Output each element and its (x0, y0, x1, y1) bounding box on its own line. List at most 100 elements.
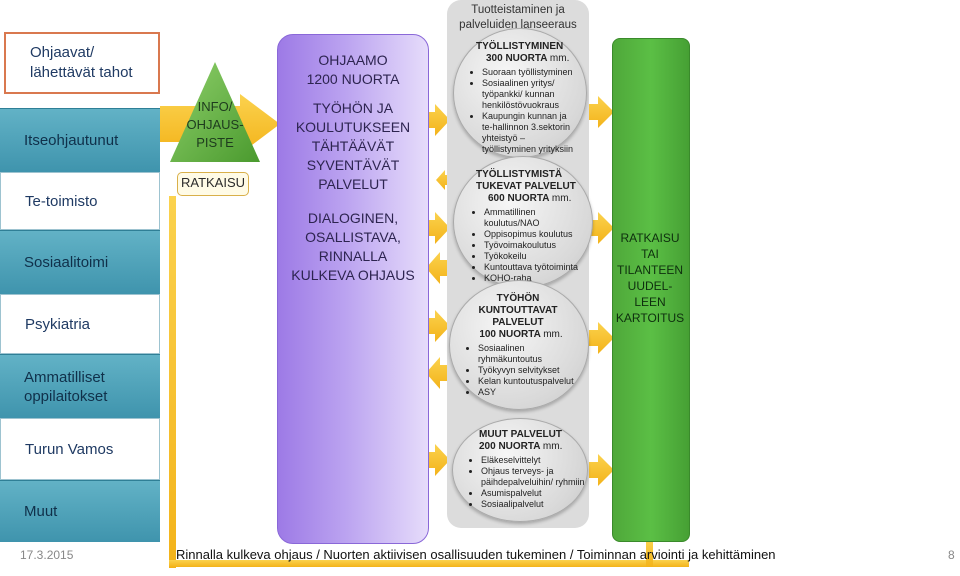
ohjaamo-line: DIALOGINEN, (307, 210, 399, 226)
list-item: Sosiaalipalvelut (481, 499, 593, 510)
list-item: Asumispalvelut (481, 488, 593, 499)
arrow-back-support (426, 252, 450, 284)
source-sosiaalitoimi: Sosiaalitoimi (0, 230, 160, 294)
list-item: Kuntouttava työtoiminta (484, 262, 586, 273)
count-unit: mm. (551, 193, 572, 204)
ohjaamo-title: OHJAAMO 1200 NUORTA (278, 51, 428, 89)
ohjaamo-line: TÄHTÄÄVÄT (311, 138, 395, 154)
list-item: Suoraan työllistyminen (482, 67, 582, 78)
count-value: 300 NUORTA (486, 53, 548, 64)
circle-count: 300 NUORTA mm. (468, 53, 580, 65)
solution-line: LEEN (634, 295, 666, 309)
feedback-line-vertical (169, 196, 176, 568)
circle-title: MUUT PALVELUT (479, 429, 562, 440)
circle-list: Suoraan työllistyminen Sosiaalinen yrity… (468, 67, 582, 155)
page-number: 8 (948, 548, 955, 562)
ohjaamo-column: OHJAAMO 1200 NUORTA TYÖHÖN JA KOULUTUKSE… (277, 34, 429, 544)
circle-rehab-services: TYÖHÖN KUNTOUTTAVAT PALVELUT 100 NUORTA … (449, 280, 589, 410)
list-item: Työvoimakoulutus (484, 240, 586, 251)
list-item: ASY (478, 387, 582, 398)
arrow-to-rehab (427, 310, 450, 342)
source-muut: Muut (0, 480, 160, 542)
info-line: INFO/ (197, 99, 233, 114)
source-label: Turun Vamos (25, 440, 114, 458)
footer-caption: Rinnalla kulkeva ohjaus / Nuorten aktiiv… (176, 547, 776, 562)
info-line: OHJAUS- (186, 117, 244, 132)
circle-support-services: TYÖLLISTYMISTÄ TUKEVAT PALVELUT 600 NUOR… (453, 156, 593, 288)
circle-employment: TYÖLLISTYMINEN 300 NUORTA mm. Suoraan ty… (453, 28, 587, 158)
info-line: PISTE (196, 135, 234, 150)
list-item: KOHO-raha (484, 273, 586, 284)
source-turun-vamos: Turun Vamos (0, 418, 160, 480)
source-label: Itseohjautunut (24, 132, 119, 149)
ohjaamo-line: KOULUTUKSEEN (295, 119, 411, 135)
arrow-to-support (436, 170, 448, 190)
ohjaamo-line: TYÖHÖN JA (312, 100, 394, 116)
circle-list: Eläkeselvittelyt Ohjaus terveys- ja päih… (467, 455, 593, 510)
circle-other-services: MUUT PALVELUT 200 NUORTA mm. Eläkeselvit… (452, 418, 588, 522)
circle-list: Sosiaalinen ryhmäkuntoutus Työkyvyn selv… (464, 343, 582, 398)
circle-count: 600 NUORTA mm. (470, 193, 586, 205)
ohjaamo-services: TYÖHÖN JA KOULUTUKSEEN TÄHTÄÄVÄT SYVENTÄ… (278, 99, 428, 194)
source-label: Muut (24, 503, 58, 520)
services-header-line: palveluiden lanseeraus (459, 19, 577, 31)
count-value: 100 NUORTA (479, 329, 541, 340)
feedback-line-bottom (169, 560, 689, 567)
count-value: 600 NUORTA (488, 193, 550, 204)
solution-line: TILANTEEN (616, 263, 683, 277)
arrow-to-other (427, 444, 450, 476)
source-label: Ammatilliset oppilaitokset (24, 368, 108, 405)
services-header-line: Tuotteistaminen ja (471, 4, 565, 16)
count-unit: mm. (543, 329, 563, 340)
footer-date: 17.3.2015 (20, 548, 74, 562)
title-line: TYÖHÖN (496, 293, 540, 304)
list-item: Työkokeilu (484, 251, 586, 262)
title-line: KUNTOUTTAVAT (478, 305, 558, 316)
title-line: TYÖLLISTYMISTÄ (476, 169, 563, 180)
arrow-right-1 (589, 96, 614, 128)
ratkaisu-badge: RATKAISU (177, 172, 249, 196)
list-item: Eläkeselvittelyt (481, 455, 593, 466)
feedback-line-right (646, 540, 653, 567)
circle-list: Ammatillinen koulutus/NAO Oppisopimus ko… (470, 207, 586, 284)
title-line: TUKEVAT PALVELUT (476, 181, 576, 192)
info-label: INFO/ OHJAUS- PISTE (176, 98, 254, 152)
circle-title: TYÖHÖN KUNTOUTTAVAT PALVELUT (464, 293, 582, 329)
title-line: PALVELUT (492, 317, 544, 328)
ohjaamo-line: OSALLISTAVA, (305, 229, 401, 245)
arrow-to-employment (427, 104, 450, 136)
arrow-right-4 (589, 454, 614, 486)
list-item: Oppisopimus koulutus (484, 229, 586, 240)
source-te-toimisto: Te-toimisto (0, 172, 160, 230)
ohjaamo-line: PALVELUT (318, 176, 388, 192)
solution-line: RATKAISU (620, 231, 680, 245)
count-value: 200 NUORTA (479, 441, 541, 452)
list-item: Sosiaalinen yritys/ työpankki/ kunnan he… (482, 78, 582, 111)
arrow-to-support-2 (427, 212, 450, 244)
list-item: Työkyvyn selvitykset (478, 365, 582, 376)
solution-column (612, 38, 690, 542)
count-unit: mm. (542, 441, 563, 452)
circle-title: TYÖLLISTYMINEN (476, 41, 564, 52)
solution-line: TAI (641, 247, 659, 261)
circle-count: 100 NUORTA mm. (464, 329, 582, 341)
source-label: Te-toimisto (25, 192, 98, 210)
ohjaamo-line: KULKEVA OHJAUS (291, 267, 415, 283)
circle-title: TYÖLLISTYMISTÄ TUKEVAT PALVELUT (470, 169, 586, 193)
solution-line: UUDEL- (627, 279, 673, 293)
ohjaamo-line: SYVENTÄVÄT (306, 157, 400, 173)
list-item: Ammatillinen koulutus/NAO (484, 207, 586, 229)
source-ammatilliset: Ammatilliset oppilaitokset (0, 354, 160, 418)
list-item: Kaupungin kunnan ja te-hallinnon 3.sekto… (482, 111, 574, 155)
info-triangle (170, 62, 260, 162)
arrow-back-rehab (426, 357, 450, 389)
ohjaamo-line: RINNALLA (318, 248, 388, 264)
source-label: Sosiaalitoimi (24, 254, 109, 271)
list-item: Ohjaus terveys- ja päihdepalveluihin/ ry… (481, 466, 593, 488)
arrow-right-3 (589, 322, 614, 354)
list-item: Kelan kuntoutuspalvelut (478, 376, 582, 387)
source-itseohjautunut: Itseohjautunut (0, 108, 160, 172)
ohjaamo-line: OHJAAMO (318, 52, 388, 68)
referrers-header: Ohjaavat/ lähettävät tahot (4, 32, 160, 94)
services-header: Tuotteistaminen ja palveluiden lanseerau… (450, 3, 586, 33)
